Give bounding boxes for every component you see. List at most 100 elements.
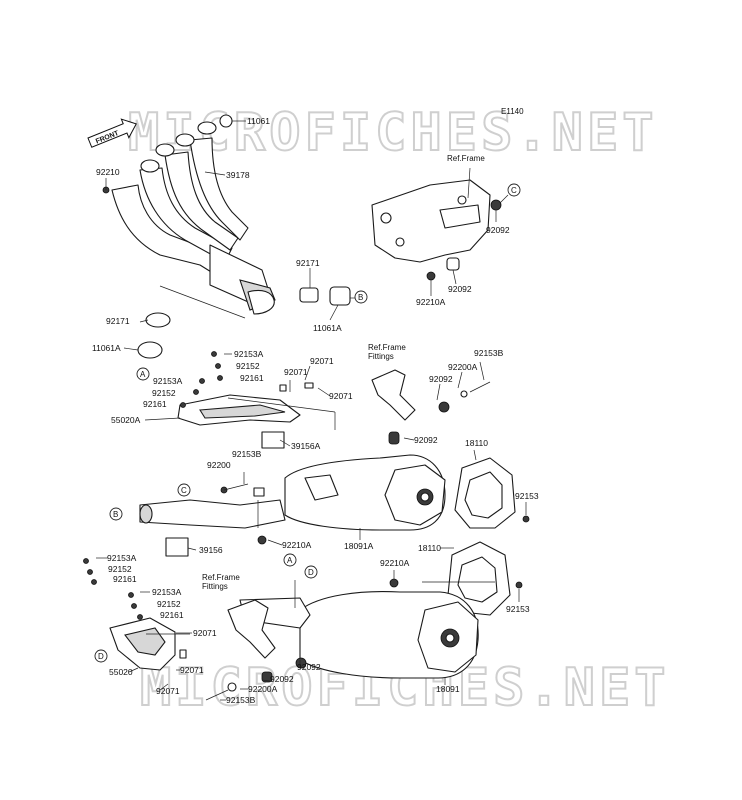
callout-92200A-lower: 92200A <box>248 684 278 694</box>
ref-letter-b-top: B <box>354 290 368 304</box>
svg-text:A: A <box>287 556 293 565</box>
watermark-top: MICROFICHES.NET <box>128 103 658 163</box>
callout-92153A-lower: 92153A <box>152 587 182 597</box>
nut-92161-top <box>217 375 223 381</box>
washer-92200A-lower <box>227 682 237 692</box>
callout-92153B-upper: 92153B <box>232 449 262 459</box>
washer-92200A-mid <box>460 390 468 398</box>
footrest-bracket-lower <box>227 599 276 659</box>
callout-92092-lower: 92092 <box>297 662 321 672</box>
callout-18091A: 18091A <box>344 541 374 551</box>
callout-92092-bottom: 92092 <box>270 674 294 684</box>
callout-55020A: 55020A <box>111 415 141 425</box>
muffler-18091A <box>284 454 446 531</box>
callout-92200A-mid: 92200A <box>448 362 478 372</box>
callout-92092-top: 92092 <box>486 225 510 235</box>
callout-39156: 39156 <box>199 545 223 555</box>
svg-text:C: C <box>181 486 187 495</box>
callout-18110-lower: 18110 <box>418 543 441 553</box>
damper-92092-frame <box>446 257 460 271</box>
callout-92071-f: 92071 <box>156 686 180 696</box>
callout-92153B-mid: 92153B <box>474 348 504 358</box>
callout-92071-e: 92071 <box>180 665 204 675</box>
gasket-11061A-upper <box>329 286 351 306</box>
callout-92071-c: 92071 <box>329 391 353 401</box>
svg-text:B: B <box>358 293 363 302</box>
damper-92092-bottom <box>261 671 273 683</box>
callout-92153A-lower-top: 92153A <box>107 553 137 563</box>
bolt-92153-upper <box>522 515 530 523</box>
link-pipe <box>139 499 286 529</box>
callout-92153A-side: 92153A <box>153 376 183 386</box>
nut-92210A-low <box>389 578 399 588</box>
callout-92171-lower: 92171 <box>106 316 130 326</box>
ref-letter-c-mid: C <box>177 483 191 497</box>
callout-92161-lower-top: 92161 <box>113 574 137 584</box>
leader-lines <box>96 120 527 701</box>
ref-letter-c-top: C <box>507 183 521 197</box>
damper-92092-lower <box>295 657 307 669</box>
callout-92153-upper: 92153 <box>515 491 539 501</box>
bolt-92153A-top <box>211 351 217 357</box>
bolt-92153A-side <box>199 378 205 384</box>
bolt-92153B-upper <box>223 483 249 491</box>
callout-92171-upper: 92171 <box>296 258 320 268</box>
callout-39156A: 39156A <box>291 441 321 451</box>
callout-92210A-mid: 92210A <box>282 540 312 550</box>
label-39156 <box>165 537 189 557</box>
callout-92153-lower: 92153 <box>506 604 530 614</box>
heat-guard-55020 <box>109 617 176 671</box>
callout-92200: 92200 <box>207 460 231 470</box>
nut-92210A-mid <box>257 535 267 545</box>
exhaust-header-pipes <box>111 114 276 315</box>
nut-92161-lower <box>137 614 143 620</box>
damper-92092-low <box>388 431 400 445</box>
nut-92210A-top <box>426 271 436 281</box>
callout-92092-frame: 92092 <box>448 284 472 294</box>
svg-text:C: C <box>511 186 517 195</box>
ref-letter-a-low: A <box>283 553 297 567</box>
callout-92071-a: 92071 <box>310 356 334 366</box>
ref-letter-a-left: A <box>136 367 150 381</box>
frame-bracket <box>371 179 491 263</box>
callout-11061: 11061 <box>247 116 270 126</box>
heat-guard-55020A <box>177 394 301 426</box>
bracket-small <box>253 487 265 497</box>
washer-92152-lower-top <box>87 569 93 575</box>
callout-11061A-upper: 11061A <box>313 323 342 333</box>
washer-92152-side <box>193 389 199 395</box>
diagram-code: E1140 <box>501 107 524 116</box>
bolt-92153-lower <box>515 581 523 589</box>
callout-92152-top: 92152 <box>236 361 260 371</box>
callout-92210: 92210 <box>96 167 120 177</box>
footrest-bracket-upper <box>371 369 416 421</box>
bolt-92153B-mid <box>469 381 491 393</box>
ref-letter-b-mid: B <box>109 507 123 521</box>
callout-92153A-top: 92153A <box>234 349 264 359</box>
damper-92092-top <box>490 199 502 211</box>
callout-92161-lower: 92161 <box>160 610 184 620</box>
bolt-92153A-lower <box>128 592 134 598</box>
ref-letter-d-left: D <box>94 649 108 663</box>
svg-text:B: B <box>113 510 118 519</box>
nut-92161-side <box>180 402 186 408</box>
callout-18110-upper: 18110 <box>465 438 488 448</box>
callout-92161-side: 92161 <box>143 399 167 409</box>
svg-text:A: A <box>140 370 146 379</box>
bolt-92153B-lower <box>205 689 229 701</box>
clamp-92171-lower <box>145 312 171 328</box>
callout-55020: 55020 <box>109 667 133 677</box>
clip-92071-c <box>179 649 187 659</box>
svg-text:D: D <box>98 652 104 661</box>
callout-92152-side: 92152 <box>152 388 176 398</box>
clip-92071-a <box>304 382 314 389</box>
svg-text:D: D <box>308 568 314 577</box>
washer-92152-top <box>215 363 221 369</box>
label-39156A <box>261 431 285 449</box>
clip-92071-b <box>279 384 287 392</box>
nut-92161-lower-top <box>91 579 97 585</box>
callout-11061A-lower: 11061A <box>92 343 121 353</box>
